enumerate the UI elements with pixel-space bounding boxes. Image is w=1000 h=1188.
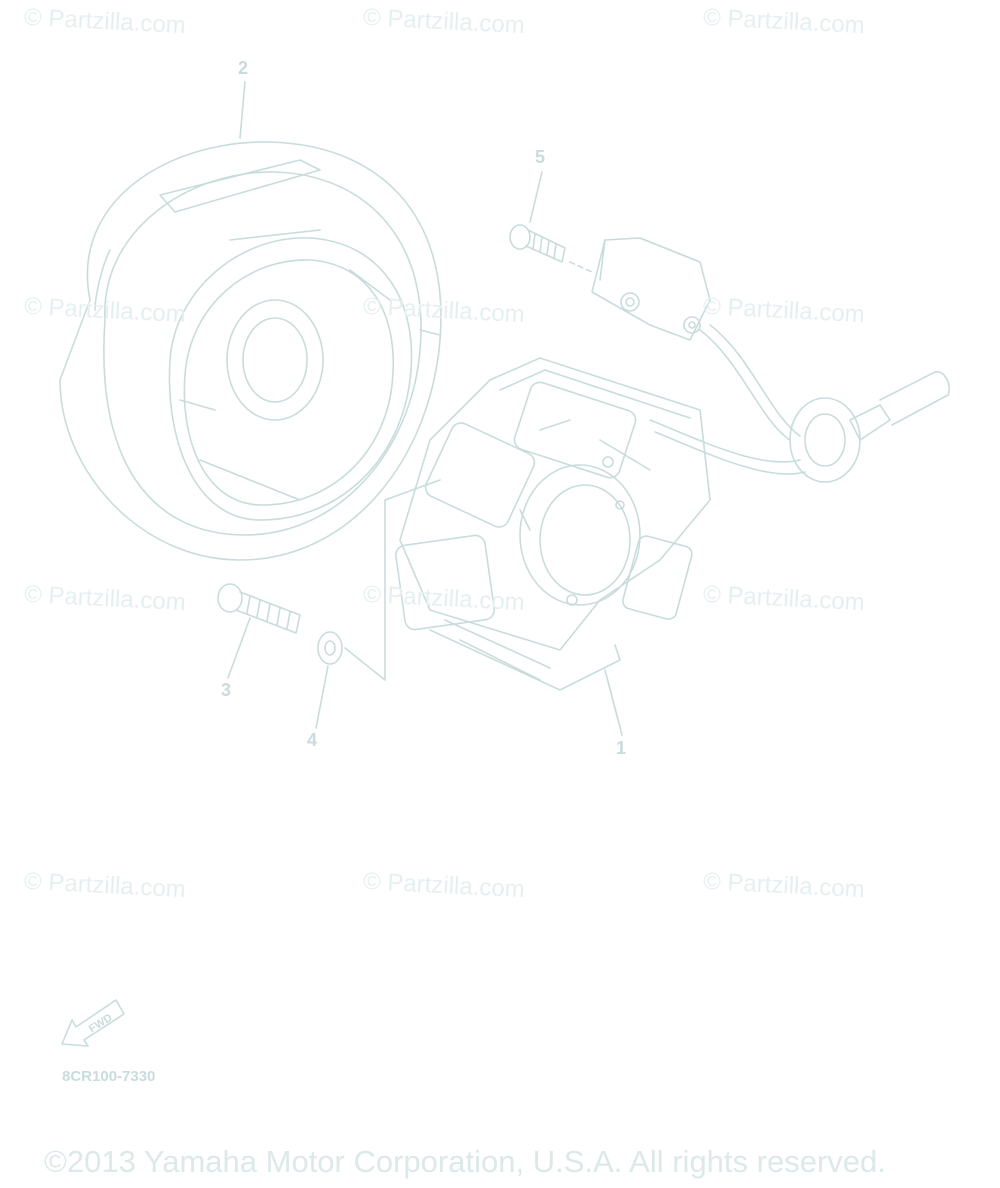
callout-part-4: 4 bbox=[307, 730, 318, 750]
callout-part-2: 2 bbox=[238, 58, 249, 78]
wire-harness bbox=[649, 324, 950, 483]
forward-arrow-label: FWD bbox=[87, 1012, 115, 1035]
diagram-code: 8CR100-7330 bbox=[62, 1068, 156, 1085]
flywheel-rotor bbox=[59, 141, 442, 561]
screw-part-5 bbox=[509, 224, 593, 273]
pickup-coil bbox=[591, 237, 711, 341]
stator-assembly bbox=[395, 357, 711, 691]
washer-part-4 bbox=[317, 631, 343, 665]
callout-part-1: 1 bbox=[616, 738, 627, 758]
forward-arrow-icon: FWD bbox=[61, 999, 125, 1047]
callout-part-3: 3 bbox=[221, 680, 232, 700]
callout-part-5: 5 bbox=[535, 147, 546, 167]
leader-lines bbox=[227, 81, 623, 736]
copyright-notice: ©2013 Yamaha Motor Corporation, U.S.A. A… bbox=[44, 1144, 886, 1179]
bolt-part-3 bbox=[217, 583, 301, 634]
